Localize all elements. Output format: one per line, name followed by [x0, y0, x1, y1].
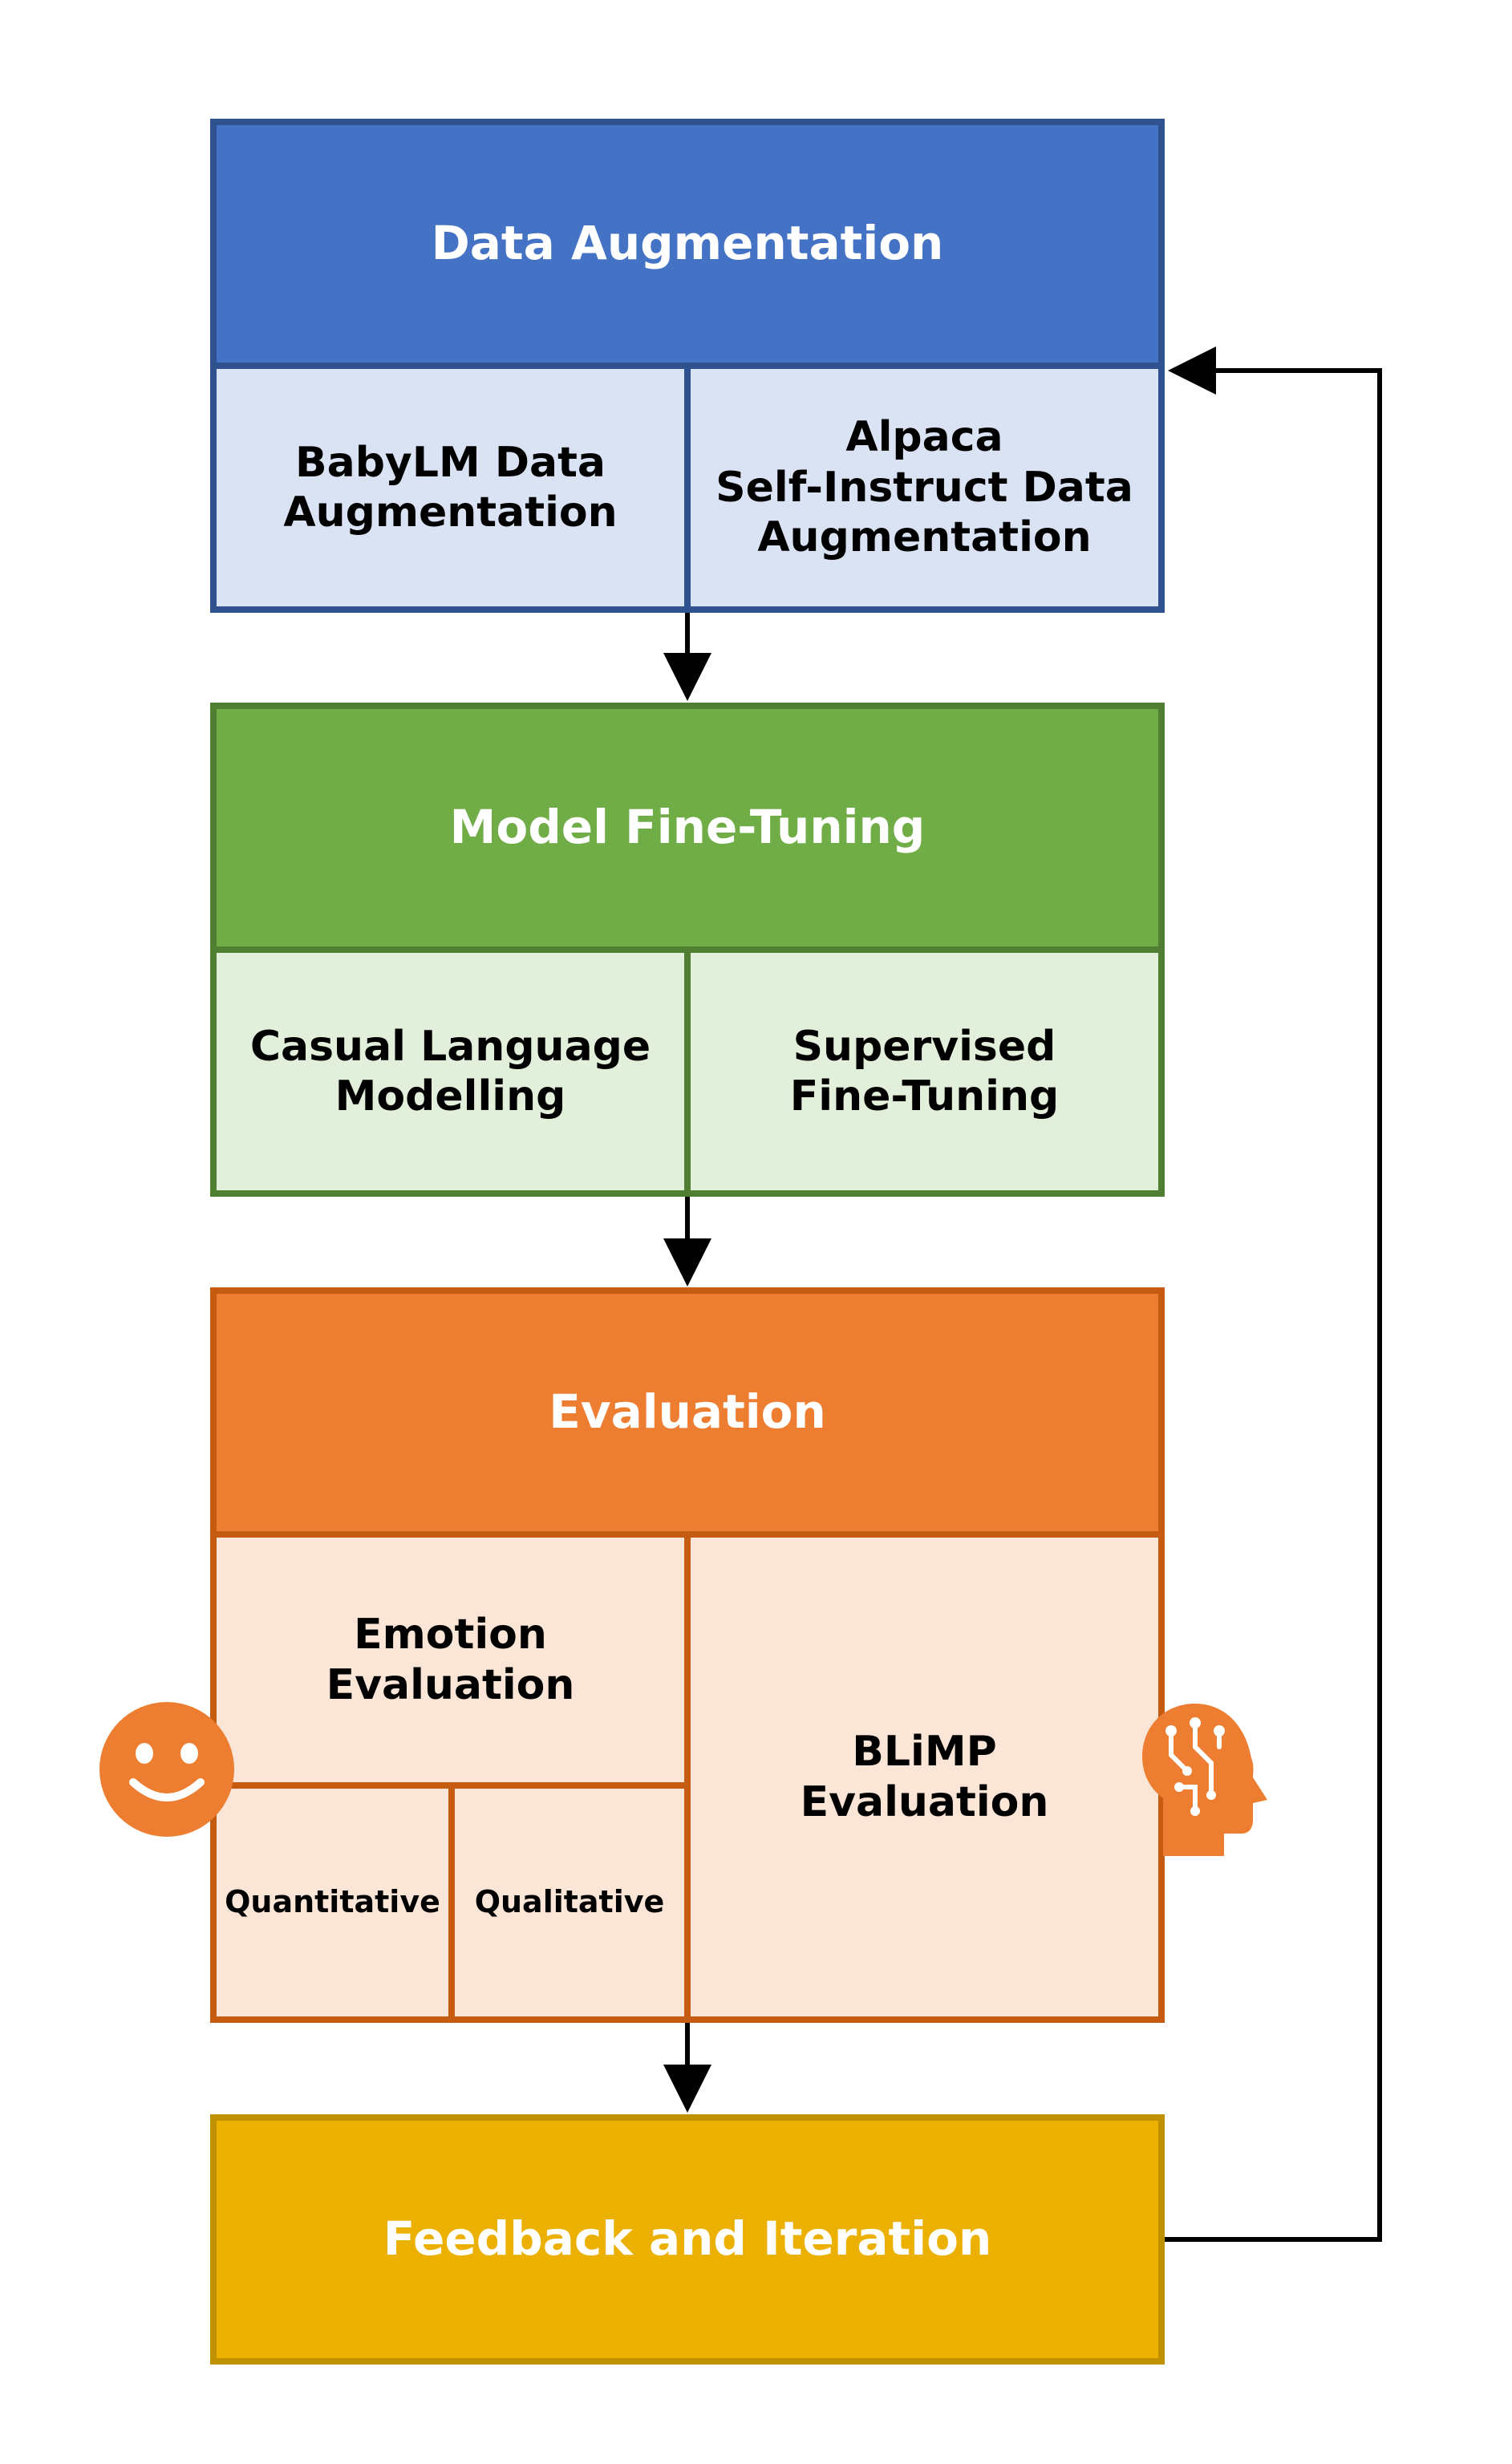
evaluation-header: Evaluation — [210, 1287, 1165, 1538]
qualitative-box: Qualitative — [448, 1782, 691, 2023]
feedback-loop-arrow — [1165, 346, 1382, 2242]
feedback-and-iteration-header: Feedback and Iteration — [210, 2114, 1165, 2365]
model-fine-tuning-header: Model Fine-Tuning — [210, 703, 1165, 953]
emotion-evaluation-box: Emotion Evaluation — [210, 1531, 691, 1789]
babylm-data-augmentation-box: BabyLM Data Augmentation — [210, 363, 691, 613]
casual-language-modelling-box: Casual Language Modelling — [210, 946, 691, 1197]
quantitative-box: Quantitative — [210, 1782, 455, 2023]
blimp-evaluation-box: BLiMP Evaluation — [684, 1531, 1165, 2023]
supervised-fine-tuning-box: Supervised Fine-Tuning — [684, 946, 1165, 1197]
smiley-face-icon — [99, 1702, 234, 1837]
alpaca-data-augmentation-box: Alpaca Self-Instruct Data Augmentation — [684, 363, 1165, 613]
data-augmentation-header: Data Augmentation — [210, 119, 1165, 369]
ai-head-icon — [1142, 1704, 1267, 1856]
